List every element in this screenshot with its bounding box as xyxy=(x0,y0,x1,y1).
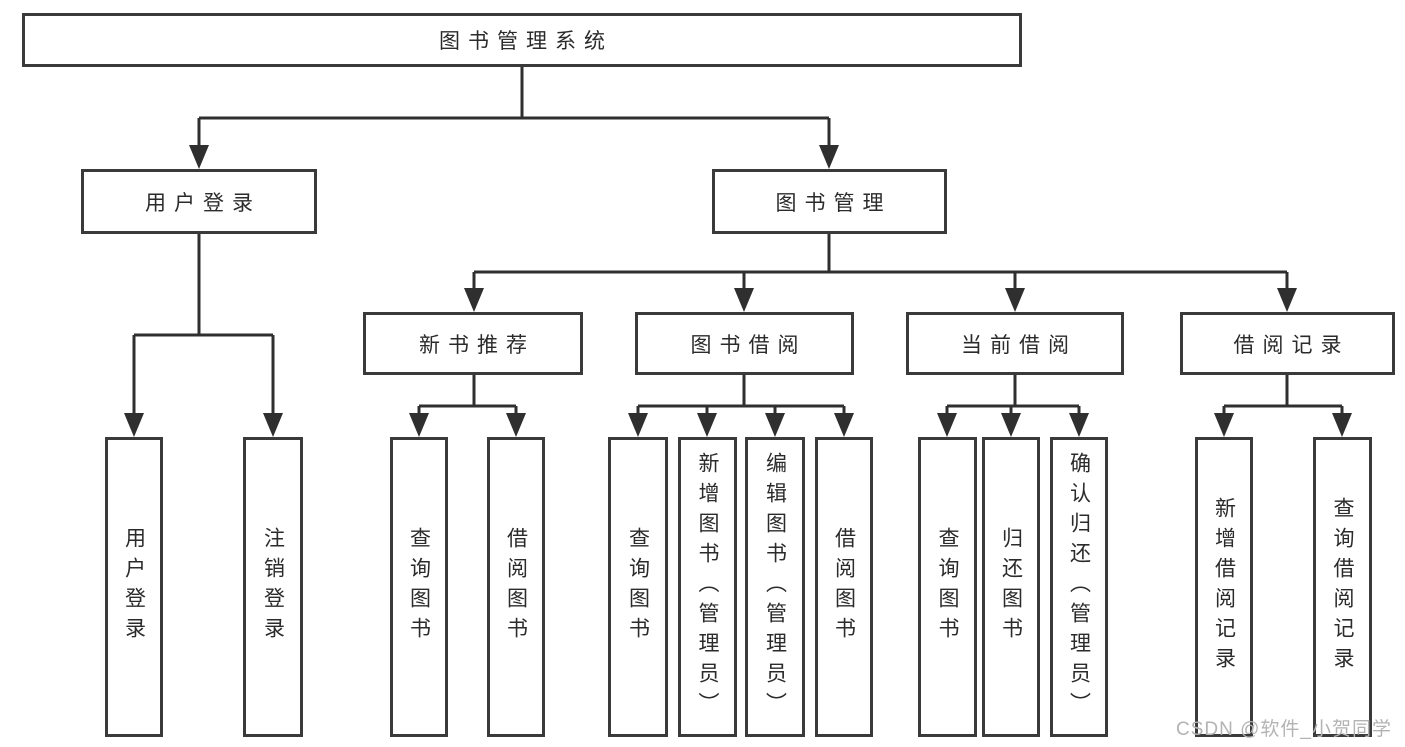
leaf-borrow-books-recommend: 借阅图书 xyxy=(487,437,545,737)
leaf-query-books-current: 查询图书 xyxy=(918,437,977,737)
node-user-login: 用户登录 xyxy=(81,169,317,234)
leaf-label: 注销登录 xyxy=(261,527,285,647)
node-label: 图书管理 xyxy=(775,191,892,215)
node-label: 借阅记录 xyxy=(1233,333,1350,357)
leaf-logout: 注销登录 xyxy=(243,437,303,737)
node-book-management: 图书管理 xyxy=(712,169,947,234)
leaf-add-books-admin: 新增图书（管理员） xyxy=(678,437,737,737)
leaf-borrow-books: 借阅图书 xyxy=(815,437,873,737)
arrowhead xyxy=(189,145,209,169)
leaf-query-books-recommend: 查询图书 xyxy=(390,437,448,737)
leaf-label: 用户登录 xyxy=(122,527,146,647)
leaf-label: 新增图书（管理员） xyxy=(696,452,719,722)
node-book-borrowing: 图书借阅 xyxy=(635,312,854,375)
leaf-label: 归还图书 xyxy=(999,527,1023,647)
leaf-label: 新增借阅记录 xyxy=(1212,497,1236,677)
leaf-label: 借阅图书 xyxy=(832,527,856,647)
leaf-user-login: 用户登录 xyxy=(105,437,163,737)
leaf-query-borrow-record: 查询借阅记录 xyxy=(1313,437,1372,737)
leaf-edit-books-admin: 编辑图书（管理员） xyxy=(745,437,805,737)
leaf-label: 查询图书 xyxy=(936,527,959,647)
node-label: 当前借阅 xyxy=(961,333,1077,357)
node-label: 用户登录 xyxy=(145,191,261,215)
node-current-borrowing: 当前借阅 xyxy=(906,312,1124,375)
leaf-label: 确认归还（管理员） xyxy=(1067,452,1091,722)
node-label: 图书管理系统 xyxy=(439,30,613,53)
node-library-management-system: 图书管理系统 xyxy=(22,13,1022,67)
leaf-return-books: 归还图书 xyxy=(982,437,1040,737)
node-label: 图书借阅 xyxy=(690,333,807,357)
leaf-label: 查询借阅记录 xyxy=(1331,497,1354,677)
leaf-label: 查询图书 xyxy=(407,527,431,647)
leaf-label: 借阅图书 xyxy=(504,527,528,647)
leaf-label: 编辑图书（管理员） xyxy=(763,452,787,722)
node-label: 新书推荐 xyxy=(419,333,535,357)
node-borrowing-records: 借阅记录 xyxy=(1180,312,1395,375)
leaf-query-books-borrow: 查询图书 xyxy=(608,437,668,737)
csdn-watermark: CSDN @软件_小贺同学 xyxy=(1176,719,1392,740)
node-new-book-recommend: 新书推荐 xyxy=(363,312,583,375)
leaf-confirm-return-admin: 确认归还（管理员） xyxy=(1050,437,1108,737)
leaf-label: 查询图书 xyxy=(626,527,650,647)
leaf-add-borrow-record: 新增借阅记录 xyxy=(1195,437,1253,737)
